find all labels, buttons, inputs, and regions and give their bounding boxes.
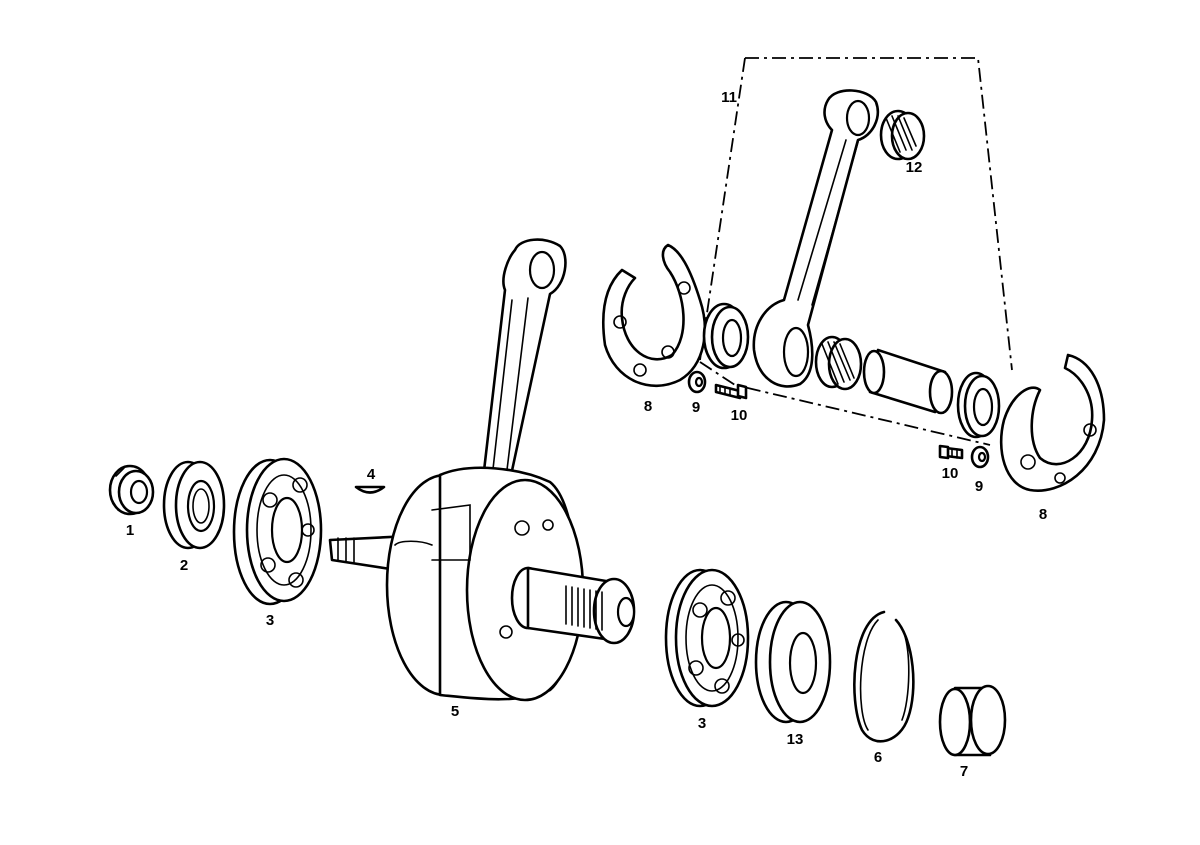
callout-4: 4 [367,466,376,483]
part-8-left-crank-cheek[interactable] [602,243,707,388]
big-end-needle-bearing[interactable] [814,335,863,391]
part-3-right-bearing[interactable] [664,568,750,708]
callout-9-left: 9 [692,399,700,416]
crank-pin[interactable] [862,348,954,415]
part-13-spacer[interactable] [754,600,832,724]
callout-6: 6 [874,749,882,766]
callout-3-right: 3 [698,715,706,732]
part-7-bush[interactable] [938,684,1007,757]
part-10-left-screw[interactable] [714,383,748,400]
callout-11: 11 [721,89,737,106]
part-5-crankshaft[interactable] [328,238,636,702]
part-11-connecting-rod[interactable] [752,89,879,388]
part-10-right-screw[interactable] [938,444,964,460]
callout-1: 1 [126,522,134,539]
part-8-right-crank-cheek[interactable] [999,353,1106,492]
part-6-circlip[interactable] [853,610,915,743]
callout-7: 7 [960,763,968,780]
callout-5: 5 [451,703,459,720]
assembly-11-boundary [699,57,1013,446]
thrust-washer-right[interactable] [956,371,1001,439]
part-1-nut[interactable] [108,464,155,516]
part-9-left-washer[interactable] [687,370,707,394]
part-12-needle-bearing[interactable] [879,109,926,161]
callout-3-left: 3 [266,612,274,629]
part-4-woodruff-key[interactable] [354,485,386,494]
callout-10-left: 10 [731,407,748,424]
part-3-left-bearing[interactable] [232,457,323,606]
callout-8-right: 8 [1039,506,1047,523]
thrust-washer-left[interactable] [702,302,750,370]
callout-13: 13 [787,731,804,748]
callout-8-left: 8 [644,398,652,415]
part-9-right-washer[interactable] [970,445,990,469]
callout-12: 12 [906,159,923,176]
callout-9-right: 9 [975,478,983,495]
callout-2: 2 [180,557,188,574]
part-2-seal[interactable] [162,460,226,550]
callout-10-right: 10 [942,465,959,482]
